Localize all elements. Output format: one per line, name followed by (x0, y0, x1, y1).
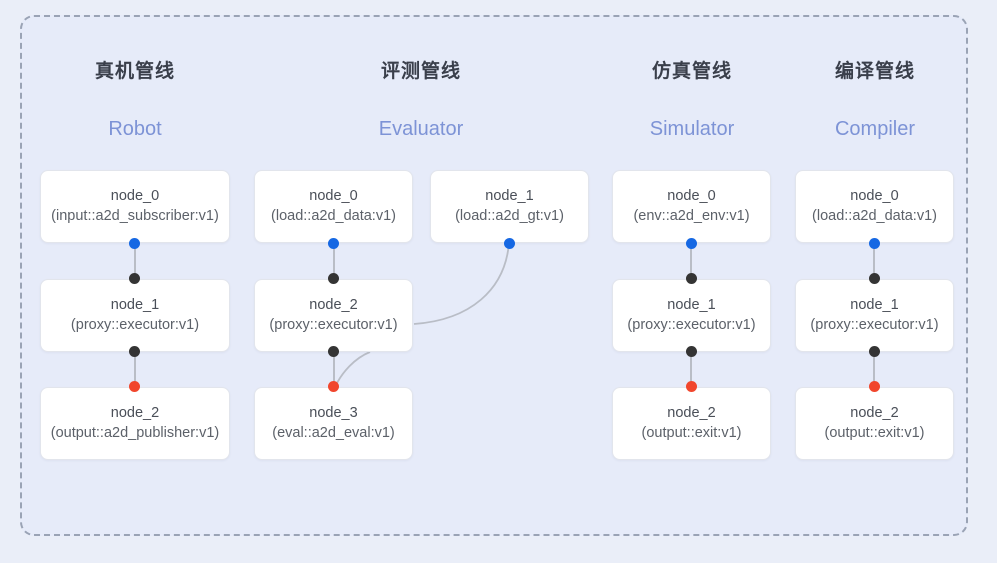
column-title-cn-compiler: 编译管线 (834, 61, 915, 82)
edge-evaluator-0-2 (333, 243, 335, 283)
port-output-black-evaluator-2[interactable] (328, 346, 339, 357)
column-title-cn-robot: 真机管线 (94, 61, 175, 82)
port-input-red-compiler-2[interactable] (869, 381, 880, 392)
column-title-en-simulator: Simulator (649, 118, 735, 140)
node-name: node_2 (850, 404, 899, 421)
port-input-black-robot-1[interactable] (129, 273, 140, 284)
node-type: (output::a2d_publisher:v1) (50, 424, 220, 441)
node-type: (env::a2d_env:v1) (633, 207, 750, 224)
node-simulator-0[interactable]: node_0 (env::a2d_env:v1) (612, 170, 771, 243)
node-type: (eval::a2d_eval:v1) (272, 424, 395, 441)
port-input-red-simulator-2[interactable] (686, 381, 697, 392)
column-header-evaluator: 评测管线 Evaluator (331, 62, 511, 139)
column-title-en-robot: Robot (108, 118, 162, 140)
node-compiler-2[interactable]: node_2 (output::exit:v1) (795, 387, 954, 460)
node-evaluator-1-gt[interactable]: node_1 (load::a2d_gt:v1) (430, 170, 589, 243)
port-output-black-robot-1[interactable] (129, 346, 140, 357)
column-title-cn-evaluator: 评测管线 (380, 61, 461, 82)
column-header-simulator: 仿真管线 Simulator (602, 62, 782, 139)
port-output-black-simulator-1[interactable] (686, 346, 697, 357)
edge-simulator-0-1 (690, 243, 692, 283)
column-header-compiler: 编译管线 Compiler (785, 62, 965, 139)
port-input-black-evaluator-2[interactable] (328, 273, 339, 284)
node-robot-2[interactable]: node_2 (output::a2d_publisher:v1) (40, 387, 230, 460)
edge-robot-1-2 (134, 351, 136, 391)
node-type: (output::exit:v1) (824, 424, 925, 441)
node-robot-0[interactable]: node_0 (input::a2d_subscriber:v1) (40, 170, 230, 243)
node-name: node_2 (309, 296, 358, 313)
column-header-robot: 真机管线 Robot (45, 62, 225, 139)
node-name: node_2 (110, 404, 160, 421)
port-input-red-evaluator-3[interactable] (328, 381, 339, 392)
port-input-black-simulator-1[interactable] (686, 273, 697, 284)
port-output-blue-evaluator-1-gt[interactable] (504, 238, 515, 249)
node-type: (load::a2d_data:v1) (271, 207, 396, 224)
port-input-black-compiler-1[interactable] (869, 273, 880, 284)
column-title-cn-simulator: 仿真管线 (651, 61, 732, 82)
node-name: node_0 (850, 187, 899, 204)
node-robot-1[interactable]: node_1 (proxy::executor:v1) (40, 279, 230, 352)
node-type: (proxy::executor:v1) (810, 316, 939, 333)
column-title-en-evaluator: Evaluator (378, 118, 464, 140)
port-output-black-compiler-1[interactable] (869, 346, 880, 357)
node-evaluator-2[interactable]: node_2 (proxy::executor:v1) (254, 279, 413, 352)
node-name: node_1 (850, 296, 899, 313)
node-type: (proxy::executor:v1) (627, 316, 756, 333)
node-compiler-0[interactable]: node_0 (load::a2d_data:v1) (795, 170, 954, 243)
edge-compiler-1-2 (873, 351, 875, 391)
node-type: (load::a2d_data:v1) (812, 207, 937, 224)
node-evaluator-0[interactable]: node_0 (load::a2d_data:v1) (254, 170, 413, 243)
node-compiler-1[interactable]: node_1 (proxy::executor:v1) (795, 279, 954, 352)
node-simulator-1[interactable]: node_1 (proxy::executor:v1) (612, 279, 771, 352)
port-output-blue-compiler-0[interactable] (869, 238, 880, 249)
port-output-blue-simulator-0[interactable] (686, 238, 697, 249)
node-type: (proxy::executor:v1) (269, 316, 398, 333)
edge-compiler-0-1 (873, 243, 875, 283)
node-name: node_1 (110, 296, 160, 313)
edge-evaluator-2-3 (333, 351, 335, 391)
port-input-red-robot-2[interactable] (129, 381, 140, 392)
node-name: node_1 (667, 296, 716, 313)
column-title-en-compiler: Compiler (834, 118, 916, 140)
node-type: (proxy::executor:v1) (70, 316, 200, 333)
port-output-blue-evaluator-0[interactable] (328, 238, 339, 249)
node-simulator-2[interactable]: node_2 (output::exit:v1) (612, 387, 771, 460)
node-evaluator-3[interactable]: node_3 (eval::a2d_eval:v1) (254, 387, 413, 460)
edge-simulator-1-2 (690, 351, 692, 391)
node-type: (load::a2d_gt:v1) (455, 207, 564, 224)
port-output-blue-robot-0[interactable] (129, 238, 140, 249)
node-name: node_1 (485, 187, 534, 204)
node-type: (output::exit:v1) (641, 424, 742, 441)
node-name: node_0 (309, 187, 358, 204)
node-name: node_0 (110, 187, 160, 204)
node-type: (input::a2d_subscriber:v1) (51, 207, 219, 224)
node-name: node_3 (309, 404, 358, 421)
node-name: node_0 (667, 187, 716, 204)
edge-robot-0-1 (134, 243, 136, 283)
node-name: node_2 (667, 404, 716, 421)
